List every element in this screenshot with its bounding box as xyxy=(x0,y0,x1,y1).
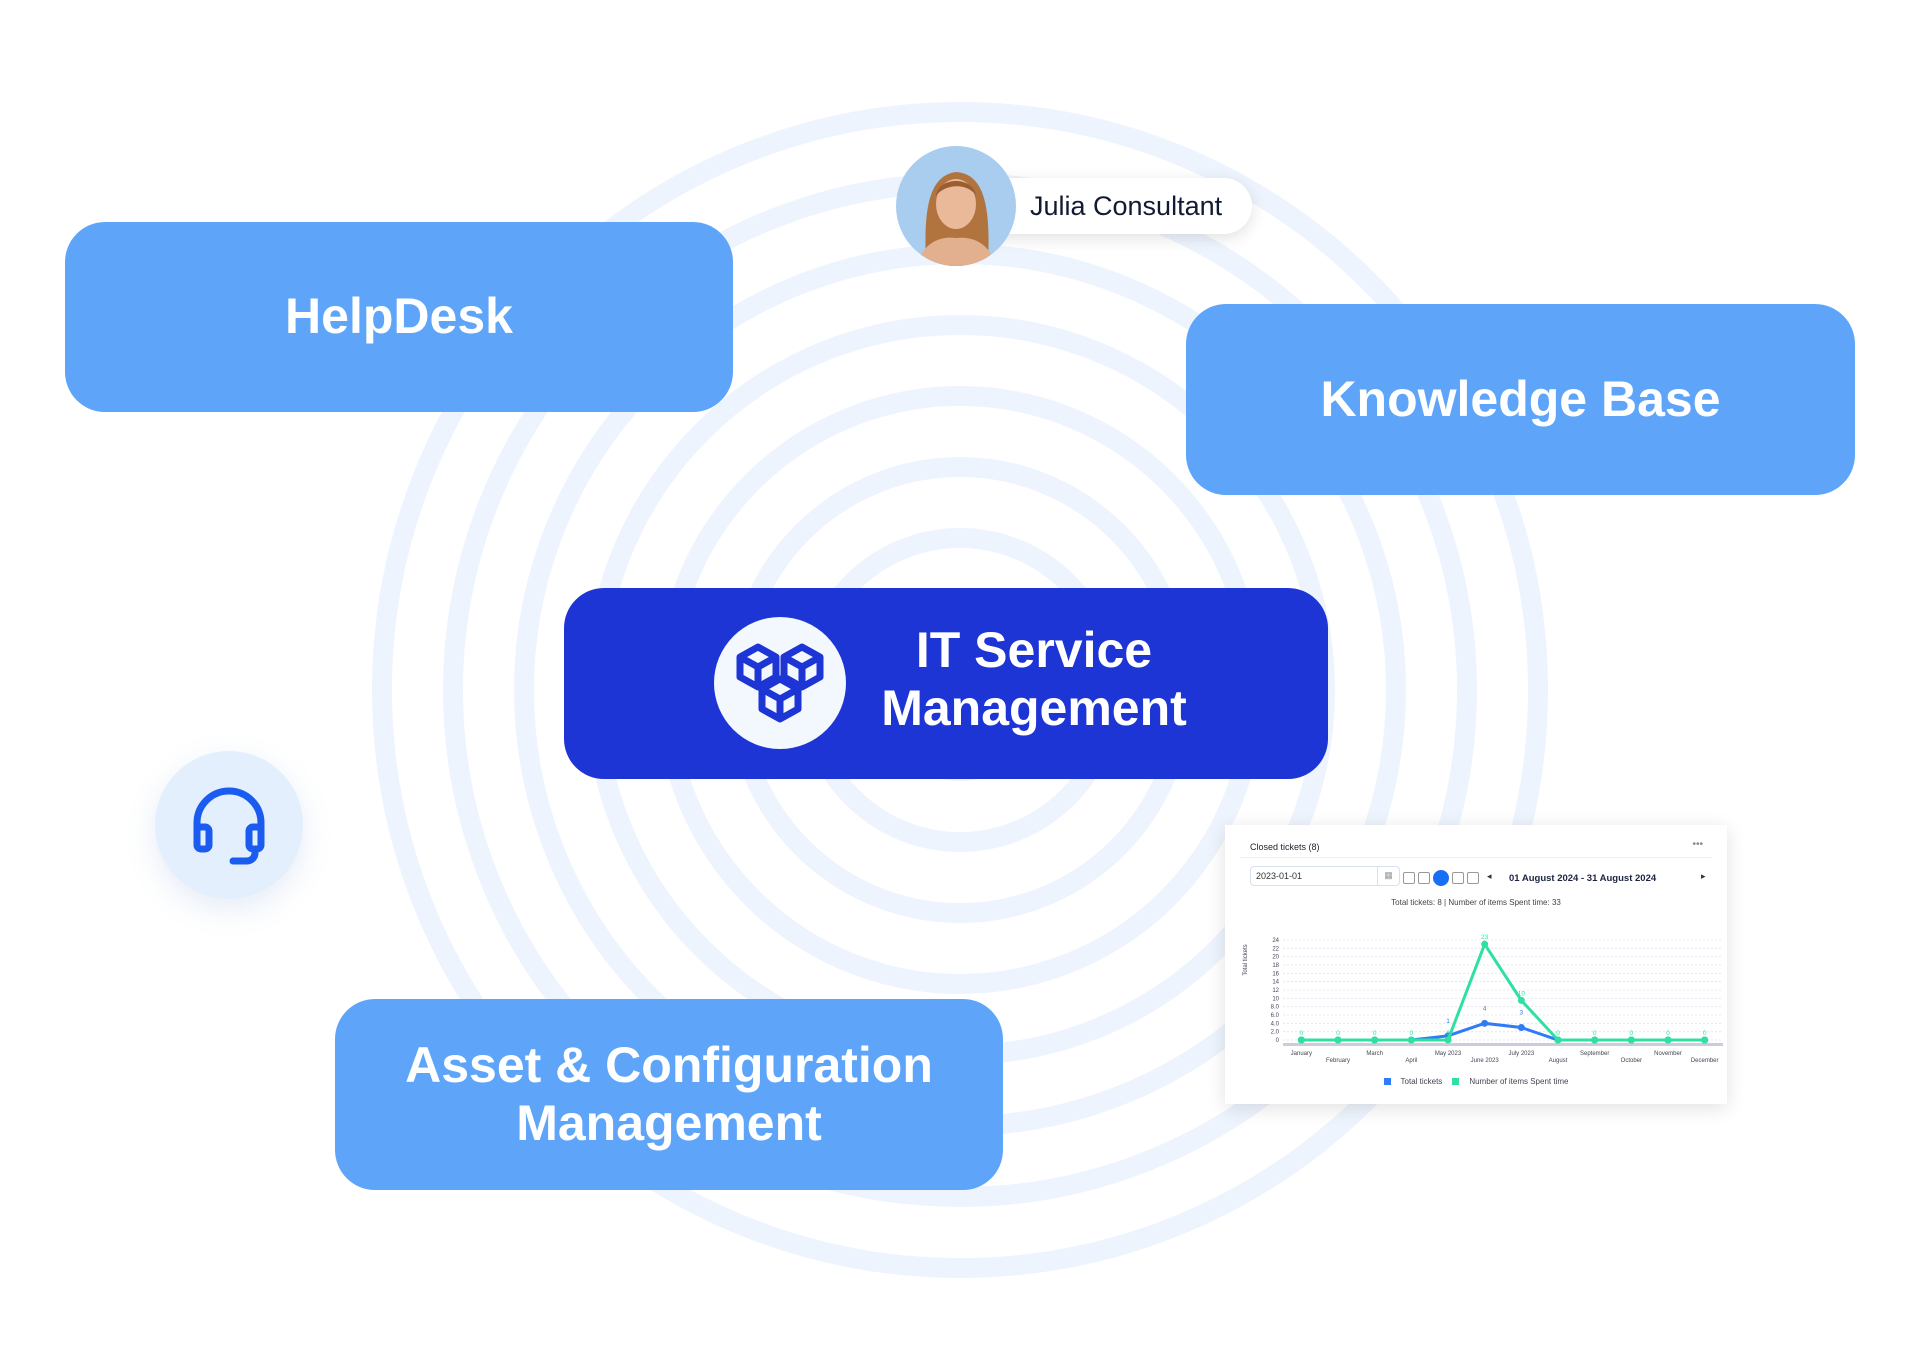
x-tick-label: August xyxy=(1549,1058,1568,1064)
y-tick-label: 22 xyxy=(1272,946,1279,952)
date-value: 2023-01-01 xyxy=(1256,871,1303,881)
legend-spent-time[interactable]: Number of items Spent time xyxy=(1469,1077,1569,1086)
x-tick-label: October xyxy=(1621,1058,1642,1064)
itsm-label: IT Service Management xyxy=(881,622,1187,736)
data-label: 0 xyxy=(1556,1030,1560,1037)
data-label: 23 xyxy=(1481,934,1489,941)
data-point xyxy=(1517,1024,1525,1031)
knowledge-base-box[interactable]: Knowledge Base xyxy=(1186,304,1855,495)
data-point xyxy=(1334,1036,1342,1044)
knowledge-base-label: Knowledge Base xyxy=(1320,370,1721,427)
y-tick-label: 14 xyxy=(1272,980,1279,986)
consultant-badge: Julia Consultant xyxy=(970,178,1252,234)
data-point xyxy=(1444,1036,1452,1044)
y-tick-label: 18 xyxy=(1272,963,1279,969)
legend-swatch-blue xyxy=(1383,1078,1391,1085)
x-tick-label: May 2023 xyxy=(1435,1051,1462,1057)
date-input[interactable]: 2023-01-01 ▦ xyxy=(1250,866,1400,886)
data-point xyxy=(1627,1036,1635,1044)
data-point xyxy=(1591,1036,1599,1044)
y-tick-label: 4.0 xyxy=(1271,1021,1280,1027)
chart-summary: Total tickets: 8 | Number of items Spent… xyxy=(1391,898,1561,907)
y-axis-label: Total tickets xyxy=(1243,944,1249,975)
series-line xyxy=(1301,940,1705,1042)
x-tick-label: February xyxy=(1326,1058,1350,1064)
data-label: 0 xyxy=(1336,1030,1340,1037)
data-point xyxy=(1407,1036,1415,1044)
y-tick-label: 0 xyxy=(1276,1038,1280,1044)
data-point xyxy=(1664,1036,1672,1044)
helpdesk-label: HelpDesk xyxy=(285,288,513,345)
data-label: 1 xyxy=(1446,1018,1450,1025)
data-label: 0 xyxy=(1703,1030,1707,1037)
data-label: 0 xyxy=(1410,1030,1414,1037)
x-tick-label: April xyxy=(1405,1058,1417,1064)
y-tick-label: 16 xyxy=(1272,971,1279,977)
card-title: Closed tickets (8) xyxy=(1250,842,1320,852)
data-point xyxy=(1701,1036,1709,1044)
view-quarter-icon[interactable] xyxy=(1452,872,1464,884)
y-tick-label: 2.0 xyxy=(1271,1030,1280,1036)
data-label: 0 xyxy=(1373,1030,1377,1037)
view-week-icon[interactable] xyxy=(1418,872,1430,884)
data-label: 0 xyxy=(1666,1030,1670,1037)
view-switcher xyxy=(1403,870,1479,886)
data-point xyxy=(1554,1036,1562,1044)
data-point xyxy=(1517,996,1525,1004)
more-options-icon[interactable]: ••• xyxy=(1692,839,1703,850)
ring xyxy=(372,102,1548,1278)
headset-icon xyxy=(155,751,303,899)
x-tick-label: December xyxy=(1691,1058,1719,1064)
view-year-icon[interactable] xyxy=(1467,872,1479,884)
x-tick-label: September xyxy=(1580,1051,1609,1057)
line-chart: Total tickets02.04.06.08.010121416182022… xyxy=(1243,934,1723,1064)
cubes-logo-icon xyxy=(714,617,846,749)
prev-period-button[interactable]: ◂ xyxy=(1487,871,1492,881)
x-tick-label: November xyxy=(1654,1051,1682,1057)
data-label: 0 xyxy=(1593,1030,1597,1037)
x-tick-label: July 2023 xyxy=(1508,1051,1534,1057)
data-label: 4 xyxy=(1483,1005,1487,1012)
itsm-box[interactable]: IT Service Management xyxy=(564,588,1328,779)
legend-total-tickets[interactable]: Total tickets xyxy=(1400,1077,1443,1086)
next-period-button[interactable]: ▸ xyxy=(1701,871,1706,881)
chart-legend: Total tickets Number of items Spent time xyxy=(1225,1077,1727,1086)
consultant-avatar xyxy=(896,146,1016,266)
helpdesk-box[interactable]: HelpDesk xyxy=(65,222,733,412)
data-point xyxy=(1371,1036,1379,1044)
date-range-label: 01 August 2024 - 31 August 2024 xyxy=(1509,873,1657,884)
data-label: 0 xyxy=(1446,1030,1450,1037)
calendar-icon[interactable]: ▦ xyxy=(1377,867,1399,885)
view-day-icon[interactable] xyxy=(1403,872,1415,884)
y-tick-label: 24 xyxy=(1272,938,1279,944)
data-label: 10 xyxy=(1518,990,1526,997)
y-tick-label: 12 xyxy=(1272,988,1279,994)
asset-config-box[interactable]: Asset & Configuration Management xyxy=(335,999,1003,1190)
data-label: 3 xyxy=(1520,1010,1524,1017)
divider xyxy=(1240,857,1712,858)
consultant-name: Julia Consultant xyxy=(1030,190,1223,221)
data-point xyxy=(1297,1036,1305,1044)
y-tick-label: 6.0 xyxy=(1271,1013,1280,1019)
asset-config-label: Asset & Configuration Management xyxy=(405,1037,933,1151)
data-point xyxy=(1481,940,1489,948)
closed-tickets-card: Closed tickets (8) ••• 2023-01-01 ▦ ◂ 01 … xyxy=(1225,825,1727,1104)
x-tick-label: June 2023 xyxy=(1471,1058,1500,1064)
data-point xyxy=(1481,1019,1489,1027)
legend-swatch-green xyxy=(1452,1078,1460,1085)
x-axis xyxy=(1283,1043,1723,1046)
y-tick-label: 20 xyxy=(1272,955,1279,961)
y-tick-label: 10 xyxy=(1272,996,1279,1002)
data-label: 0 xyxy=(1300,1030,1304,1037)
data-label: 0 xyxy=(1630,1030,1634,1037)
x-tick-label: March xyxy=(1366,1051,1383,1057)
view-month-icon[interactable] xyxy=(1433,870,1449,886)
x-tick-label: January xyxy=(1291,1051,1312,1057)
y-tick-label: 8.0 xyxy=(1271,1005,1280,1011)
